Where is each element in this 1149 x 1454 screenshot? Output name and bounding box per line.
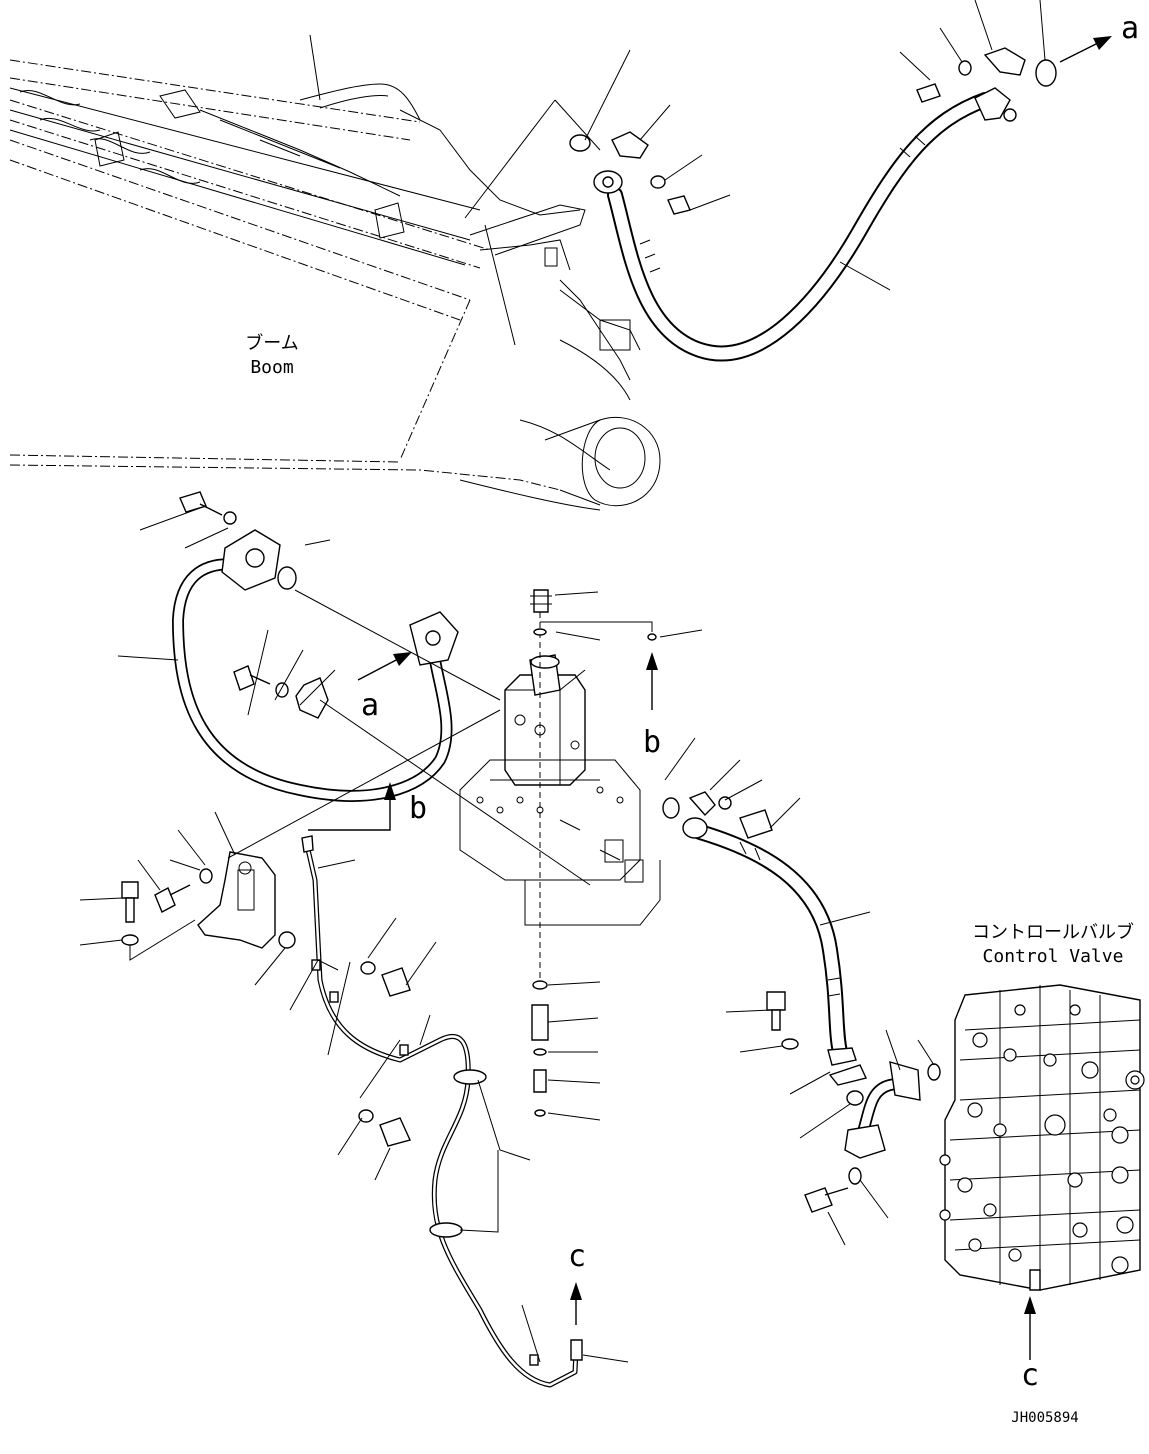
ref-b-right: b: [643, 725, 661, 760]
right-hose: [662, 737, 941, 1246]
control-valve: [939, 984, 1145, 1360]
boom-assembly: [9, 59, 661, 511]
left-pipe: [172, 491, 459, 802]
drawing-id: JH005894: [1011, 1410, 1078, 1426]
boom-label-en: Boom: [250, 357, 293, 378]
leaders-top: [309, 0, 1112, 346]
control-valve-label-jp: コントロールバルブ: [972, 921, 1134, 943]
thin-tube: [289, 782, 629, 1388]
fitting-stack: [530, 589, 703, 1121]
ref-a-top: a: [1121, 11, 1139, 46]
ref-b-left: b: [409, 791, 427, 826]
upper-hose: [569, 47, 1057, 362]
ref-a-mid: a: [361, 688, 379, 723]
control-valve-label-en: Control Valve: [983, 946, 1124, 967]
bracket-assembly: [79, 811, 296, 986]
leaders-left: [117, 507, 412, 716]
ref-c-left: c: [568, 1239, 586, 1274]
boom-label-jp: ブーム: [245, 332, 298, 354]
ref-c-right: c: [1021, 1358, 1039, 1393]
valve-block: [459, 654, 661, 926]
connection-leaders: [227, 589, 591, 886]
